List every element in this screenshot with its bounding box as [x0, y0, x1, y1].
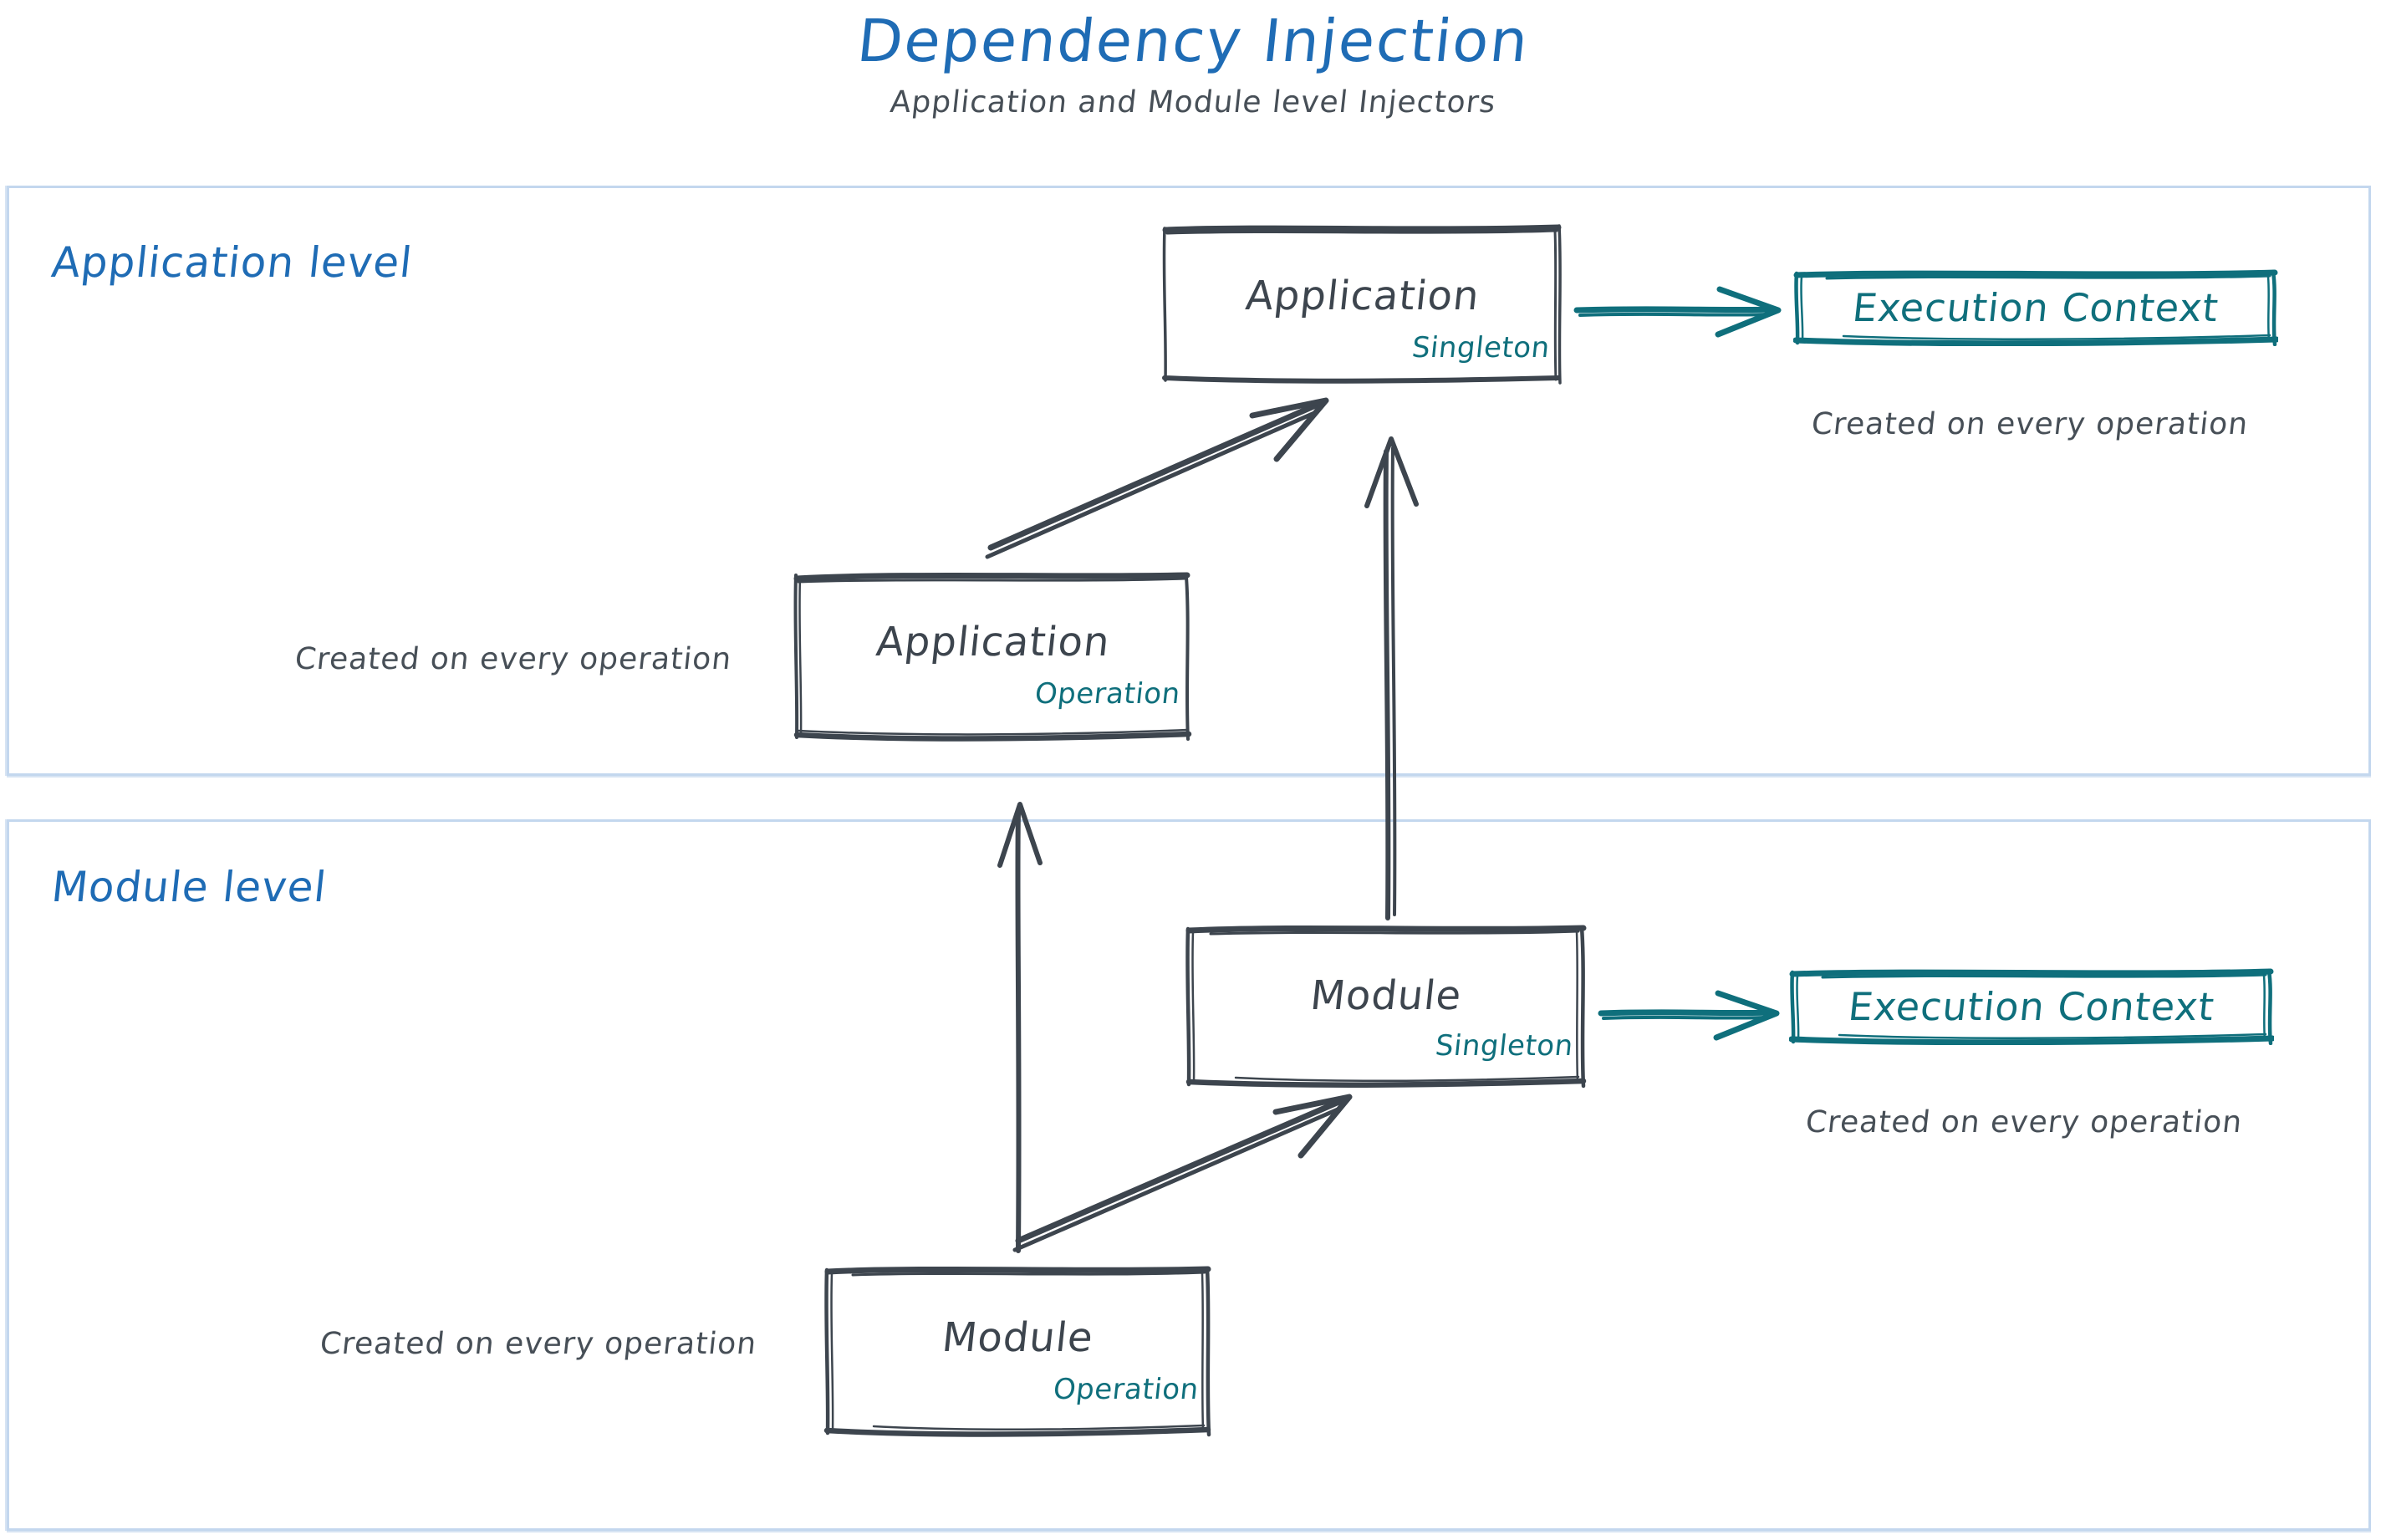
node-application-singleton[interactable]: Application Singleton: [1162, 224, 1563, 385]
application-level-container: [7, 186, 2371, 776]
sketch-box-outline: [793, 572, 1192, 742]
node-application-operation[interactable]: Application Operation: [793, 570, 1194, 742]
module-level-label: Module level: [48, 863, 329, 911]
node-module-operation[interactable]: Module Operation: [823, 1264, 1212, 1437]
sketch-box-outline: [1162, 224, 1562, 385]
caption-execution-context-application: Created on every operation: [1809, 407, 2251, 441]
module-level-container: [7, 819, 2371, 1531]
caption-application-operation: Created on every operation: [293, 642, 734, 676]
caption-module-operation: Created on every operation: [318, 1327, 759, 1361]
diagram-header: Dependency Injection Application and Mod…: [0, 0, 2386, 120]
caption-execution-context-module: Created on every operation: [1803, 1105, 2245, 1140]
node-execution-context-module[interactable]: Execution Context: [1788, 968, 2276, 1046]
page-subtitle: Application and Module level Injectors: [888, 85, 1498, 120]
sketch-box-outline: [1788, 968, 2276, 1046]
node-module-singleton[interactable]: Module Singleton: [1185, 924, 1587, 1089]
sketch-box-outline: [1792, 269, 2280, 347]
node-execution-context-application[interactable]: Execution Context: [1792, 269, 2280, 347]
sketch-box-outline: [1185, 925, 1587, 1089]
page-title: Dependency Injection: [854, 7, 1532, 75]
sketch-box-outline: [823, 1266, 1211, 1437]
application-level-label: Application level: [48, 238, 416, 287]
